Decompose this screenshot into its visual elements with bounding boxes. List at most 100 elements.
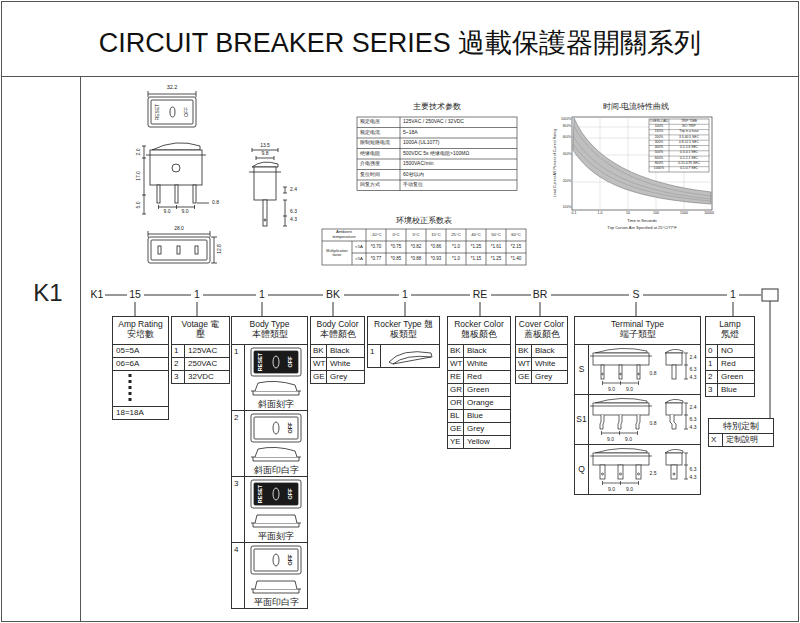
option-row: 3RESETOFF平面刻字 [232, 476, 307, 542]
label: 5~18A [403, 130, 418, 135]
box-heading: Votage 電壓 [181, 317, 221, 344]
option-row: 1125VAC [172, 344, 229, 357]
option-row: OROrange [448, 396, 510, 409]
option-code: 2 [706, 371, 718, 383]
dimension: 9.0 [625, 436, 632, 441]
marking: OFF [288, 356, 294, 367]
custom-title: 特別定制 [709, 419, 773, 433]
label: 介电强度 [360, 162, 380, 167]
label: 1.0 [598, 212, 603, 216]
option-value: 定制說明 [723, 434, 773, 446]
option-code: OR [448, 397, 464, 409]
option-code: 4 [232, 543, 245, 608]
label: *0.82 [411, 245, 422, 250]
label: 17.0 [136, 171, 141, 181]
dimension: 2.5 [650, 470, 657, 475]
option-row: BKBlack [516, 344, 567, 357]
option-code: 1 [172, 345, 185, 357]
label: *2.15 [511, 245, 522, 250]
panel-area: RESETOFF平面刻字 [245, 477, 307, 542]
label: Trip Curves Are Specified at 25°C/77°F [607, 226, 676, 230]
label: 100% [655, 125, 663, 128]
option-value: Green [464, 384, 510, 396]
label: RESET [155, 104, 160, 121]
correction-table-grid [322, 229, 526, 265]
box-heading: Terminal Type 端子類型 [605, 317, 671, 344]
label: 15 [129, 289, 141, 300]
option-code: BK [448, 345, 464, 357]
label: 400% [563, 153, 571, 156]
option-row: RERed [448, 370, 510, 383]
dimension: 2.4 [690, 404, 697, 409]
option-code: 1 [368, 345, 381, 367]
dimension: 9.0 [626, 386, 633, 391]
box-heading: Rocker Type 翹板類型 [373, 317, 435, 344]
option-row: 3Blue [706, 383, 754, 396]
label: 100 [653, 212, 659, 216]
label: 2.0 [136, 149, 141, 156]
label: 0.8-12.5 SEC [679, 141, 699, 144]
option-row: S19.09.06.34.30.82.4 [575, 394, 700, 444]
option-code: BL [448, 410, 464, 422]
label: 3.3-40.5 SEC [679, 136, 699, 139]
option-code: 1 [706, 358, 718, 370]
option-code: YE [448, 436, 464, 448]
option-value: 18=18A [113, 407, 168, 419]
option-value: Black [327, 345, 364, 357]
switch-drawing-use [251, 546, 301, 593]
custom-box: 特別定制X定制說明 [708, 418, 774, 447]
option-row: 2250VAC [172, 357, 229, 370]
label: 0.3-4.1 SEC [680, 152, 698, 155]
picture: 9.09.06.34.30.82.4 [589, 395, 700, 444]
option-value: White [327, 358, 364, 370]
option-value: Green [718, 371, 754, 383]
label: 0.1-0.7 SEC [680, 168, 698, 171]
option-row: 2OFF斜面印白字 [232, 410, 307, 476]
option-box: Lamp 氖燈0NO1Red2Green3Blue [705, 316, 755, 397]
label: 5.0 [136, 202, 141, 209]
option-row: GEGrey [448, 422, 510, 435]
box-heading: Rocker Color 翹板顏色 [448, 317, 510, 344]
marking: RESET [258, 352, 264, 370]
option-code: 3 [172, 371, 185, 383]
option-row: BKBlack [311, 344, 364, 357]
panel-area: OFF斜面印白字 [245, 411, 307, 476]
option-box: Terminal Type 端子類型S9.09.06.34.30.82.4S19… [574, 316, 701, 495]
option-row: 06=6A [113, 357, 168, 370]
terminal-drawing-use [590, 448, 688, 485]
option-row: BKBlack [448, 344, 510, 357]
option-code: WT [311, 358, 327, 370]
dimension: 9.0 [608, 386, 615, 391]
option-row: Q9.09.06.34.32.5 [575, 444, 700, 494]
label: 32.2 [167, 85, 178, 91]
label: 1500VAC/min [403, 162, 433, 167]
option-box: Rocker Type 翹板類型1 [367, 316, 440, 368]
label: 5°C [412, 233, 419, 238]
label: *1.0 [452, 257, 460, 262]
dimension: 9.0 [626, 486, 633, 491]
label: *1.25 [471, 245, 482, 250]
label: 限制短路电流 [360, 141, 390, 146]
label: 回复方式 [360, 183, 380, 188]
label: 0°C [392, 233, 399, 238]
label: 9.0 [182, 209, 189, 214]
label: 2.4 [290, 187, 297, 192]
option-row: 1Red [706, 357, 754, 370]
label: 10 [626, 212, 630, 216]
label: 1 [402, 289, 408, 300]
label: 1 [259, 289, 265, 300]
label: 环境校正系数表 [396, 217, 452, 225]
option-row: X定制說明 [709, 433, 773, 446]
label: 1 [194, 289, 200, 300]
label: 主要技术参数 [413, 103, 461, 111]
option-code: S1 [575, 395, 589, 444]
label: 15°C [431, 233, 441, 238]
picture: 9.09.06.34.32.5 [589, 445, 700, 494]
option-row: 18=18A [113, 406, 168, 419]
option-code: BK [311, 345, 327, 357]
label: *0.75 [391, 245, 402, 250]
picture [381, 345, 439, 367]
option-value: 06=6A [113, 358, 168, 370]
label: 125VAC / 250VAC / 32VDC [403, 120, 464, 125]
label: Time in Seconds [627, 219, 657, 223]
